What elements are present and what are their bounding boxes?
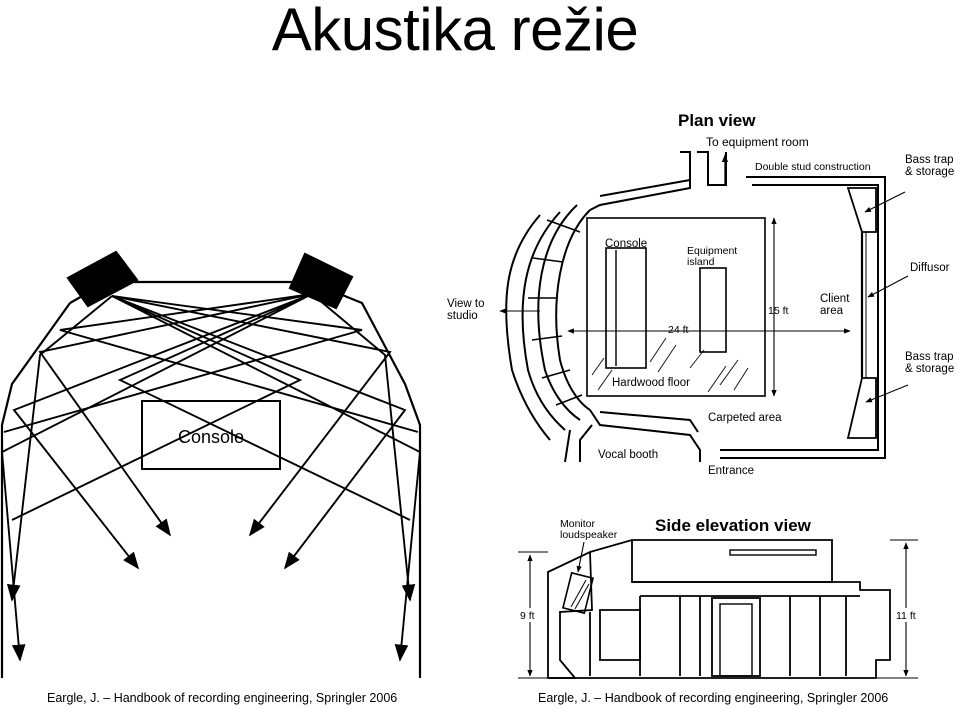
plan-view-title: Plan view <box>678 111 756 130</box>
monitor-loudspeaker-box <box>562 571 594 615</box>
console-label: Console <box>178 427 244 447</box>
right-speaker-reflections <box>0 293 419 662</box>
dim-width-label: 24 ft <box>668 324 689 336</box>
plan-console-label: Console <box>605 238 647 250</box>
plan-outer-wall <box>720 176 886 459</box>
carpeted-area-label: Carpeted area <box>708 412 782 424</box>
dim-9ft-label: 9 ft <box>520 610 535 622</box>
bass-trap-bottom <box>846 377 877 439</box>
dim-11ft-label: 11 ft <box>896 610 916 622</box>
plan-view-drawing <box>499 151 909 463</box>
dim-11ft-bg <box>894 608 920 622</box>
to-equipment-room-label: To equipment room <box>706 135 809 149</box>
hardwood-hatching <box>591 337 749 393</box>
entrance-label: Entrance <box>708 465 754 477</box>
left-monitor-speaker <box>66 250 139 308</box>
hardwood-floor-label: Hardwood floor <box>612 377 690 389</box>
double-stud-label: Double stud construction <box>755 161 871 173</box>
ceiling-soffit <box>589 539 833 583</box>
console-area-outline <box>586 217 766 397</box>
citation-right: Eargle, J. – Handbook of recording engin… <box>538 691 889 705</box>
dim-depth-label: 15 ft <box>768 305 789 317</box>
slide-title: Akustika režie <box>271 0 639 63</box>
equipment-island-rect <box>699 267 727 353</box>
control-room-outline <box>0 280 422 678</box>
side-elevation-title: Side elevation view <box>655 516 812 535</box>
front-curved-wall <box>555 209 591 411</box>
reflection-diagram <box>0 250 422 678</box>
hardwood-label-bg <box>610 374 698 388</box>
console-box <box>141 400 281 470</box>
bass-trap-top-label: Bass trap& storage <box>905 154 954 178</box>
room-section-outline <box>547 550 593 679</box>
diffusor-label: Diffusor <box>910 262 950 274</box>
bass-trap-bottom-label: Bass trap& storage <box>905 351 954 375</box>
vocal-booth-label: Vocal booth <box>598 449 658 461</box>
bass-trap-top <box>846 187 877 233</box>
dim-9ft-bg <box>518 608 542 622</box>
citation-left: Eargle, J. – Handbook of recording engin… <box>47 691 398 705</box>
door-frame <box>711 597 761 677</box>
console-plan-rect <box>605 247 647 369</box>
side-elevation-drawing <box>518 539 918 679</box>
